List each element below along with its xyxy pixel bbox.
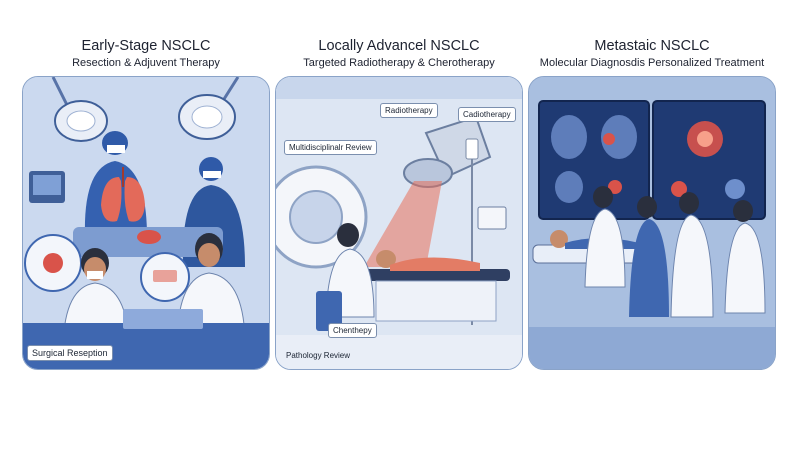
label-cadiotherapy: Cadiotherapy <box>458 107 516 122</box>
panel-subtitle: Targeted Radiotherapy & Cherotherapy <box>303 57 495 69</box>
label-pathology-review: Pathology Review <box>286 351 351 360</box>
panel-title: Locally Advancel NSCLC <box>318 38 480 54</box>
panel-subtitle: Resection & Adjuvent Therapy <box>72 57 220 69</box>
surgery-scene <box>23 77 269 369</box>
surgery-illustration: Surgical Reseption <box>22 76 270 370</box>
radiation-beam <box>364 181 442 267</box>
panel-metastatic: Metastaic NSCLC Molecular Diagnosdis Per… <box>528 0 776 450</box>
label-surgical-resection: Surgical Reseption <box>27 345 113 361</box>
label-chemotherapy: Chenthepy <box>328 323 377 338</box>
imaging-screen-right <box>652 100 766 220</box>
panel-title: Metastaic NSCLC <box>594 38 710 54</box>
radiotherapy-scene <box>276 77 522 369</box>
panel-subtitle: Molecular Diagnosdis Personalized Treatm… <box>539 57 765 69</box>
patient-figure <box>390 257 480 271</box>
panel-locally-advanced: Locally Advancel NSCLC Targeted Radiothe… <box>275 0 523 450</box>
panel-early-stage: Early-Stage NSCLC Resection & Adjuvent T… <box>22 0 270 450</box>
diagnosis-illustration <box>528 76 776 370</box>
doctor-figure <box>584 208 626 288</box>
panel-title: Early-Stage NSCLC <box>81 38 211 54</box>
label-multidisciplinary-review: Multidisciplinalr Review <box>284 140 377 155</box>
label-radiotherapy: Radiotherapy <box>380 103 438 118</box>
radiotherapy-illustration: Radiotherapy Cadiotherapy Multidisciplin… <box>275 76 523 370</box>
diagnosis-scene <box>529 77 775 369</box>
